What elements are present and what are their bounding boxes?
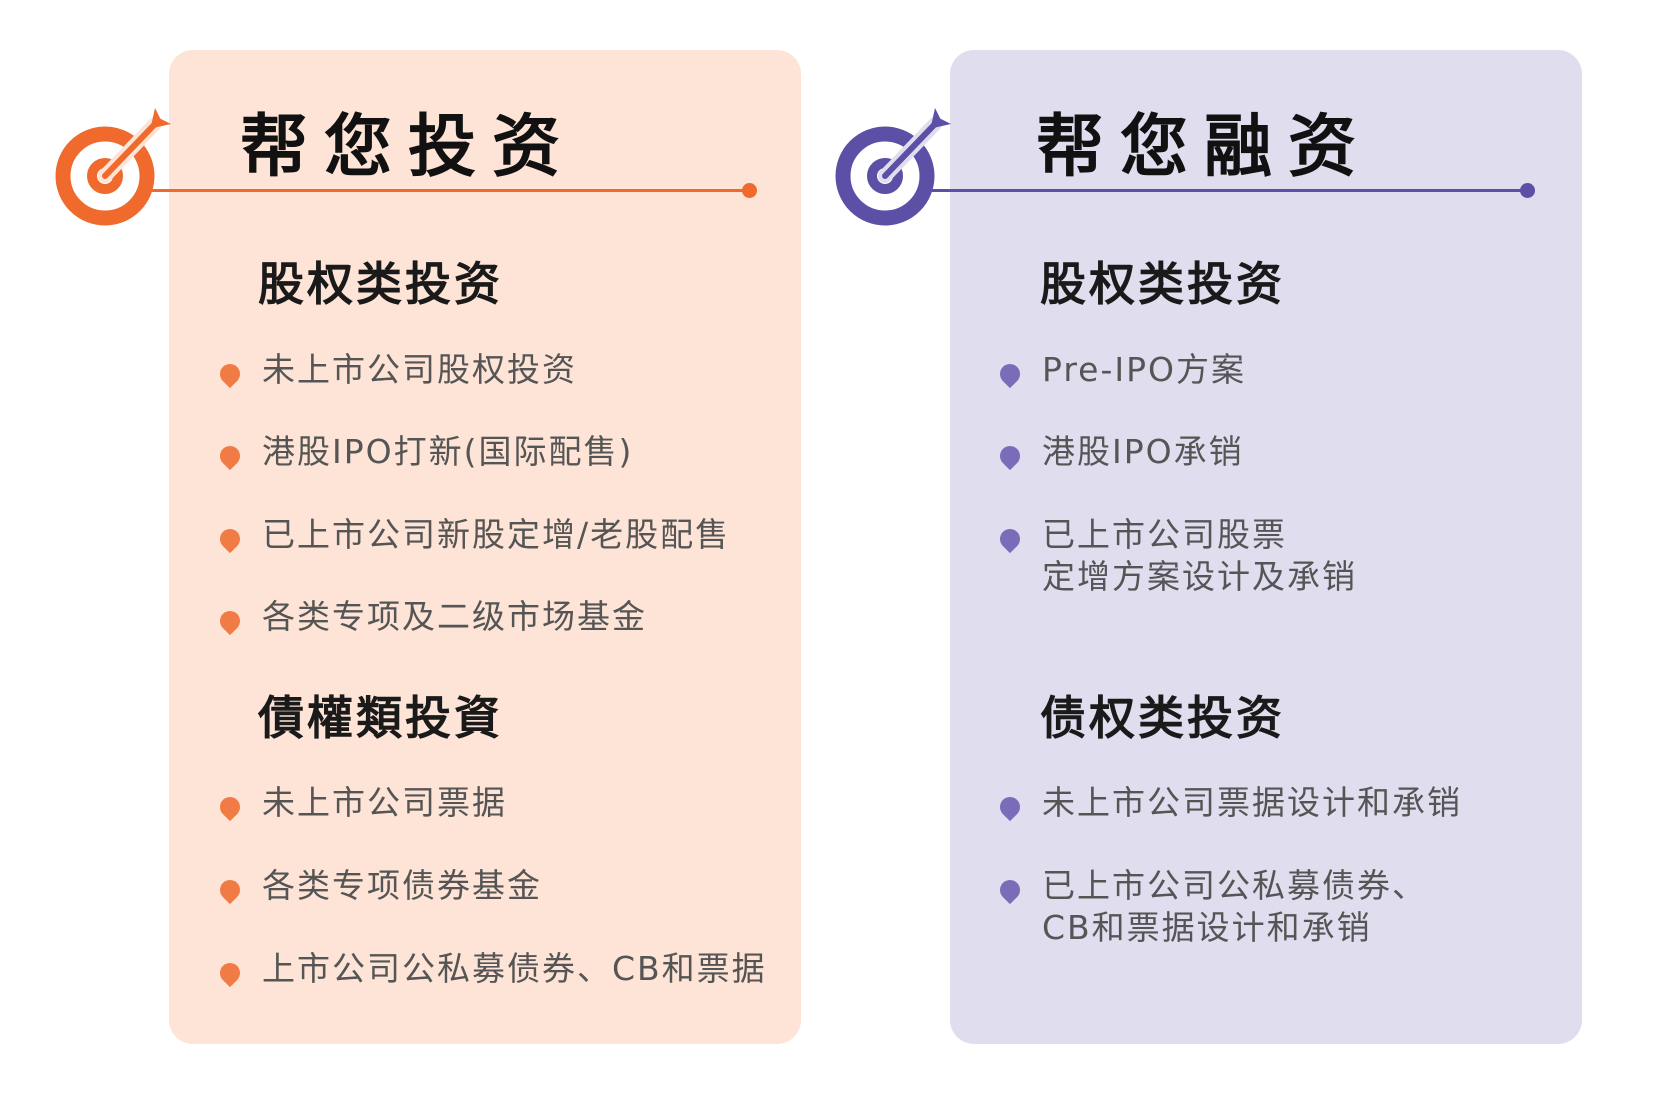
pin-icon (215, 875, 245, 905)
list-item: 已上市公司公私募债券、 CB和票据设计和承销 (995, 865, 1427, 949)
list-item: 已上市公司新股定增/老股配售 (215, 514, 730, 556)
title-underline (150, 183, 757, 198)
target-icon (835, 108, 951, 226)
invest-panel (169, 50, 801, 1044)
list-item: 各类专项债券基金 (215, 865, 542, 907)
list-item: 已上市公司股票 定增方案设计及承销 (995, 514, 1357, 598)
debt-financing-section-title: 债权类投资 (1040, 691, 1285, 745)
list-item: 上市公司公私募债券、CB和票据 (215, 948, 767, 990)
list-item: 未上市公司票据 (215, 782, 507, 824)
pin-icon (215, 792, 245, 822)
pin-icon (995, 875, 1025, 905)
list-item: Pre-IPO方案 (995, 349, 1246, 391)
pin-icon (215, 359, 245, 389)
pin-icon (995, 524, 1025, 554)
list-item: 港股IPO承销 (995, 431, 1244, 473)
pin-icon (215, 958, 245, 988)
equity-invest-section-title: 股权类投资 (258, 257, 503, 311)
list-item: 各类专项及二级市场基金 (215, 596, 647, 638)
financing-panel (950, 50, 1582, 1044)
pin-icon (215, 441, 245, 471)
list-item: 未上市公司票据设计和承销 (995, 782, 1462, 824)
pin-icon (215, 524, 245, 554)
invest-title: 帮您投资 (240, 108, 577, 187)
pin-icon (215, 606, 245, 636)
financing-title: 帮您融资 (1036, 108, 1373, 187)
pin-icon (995, 441, 1025, 471)
pin-icon (995, 792, 1025, 822)
title-underline (930, 183, 1535, 198)
debt-invest-section-title: 債權類投資 (258, 691, 503, 745)
list-item: 港股IPO打新(国际配售) (215, 431, 633, 473)
equity-financing-section-title: 股权类投资 (1040, 257, 1285, 311)
target-icon (55, 108, 171, 226)
list-item: 未上市公司股权投资 (215, 349, 577, 391)
pin-icon (995, 359, 1025, 389)
